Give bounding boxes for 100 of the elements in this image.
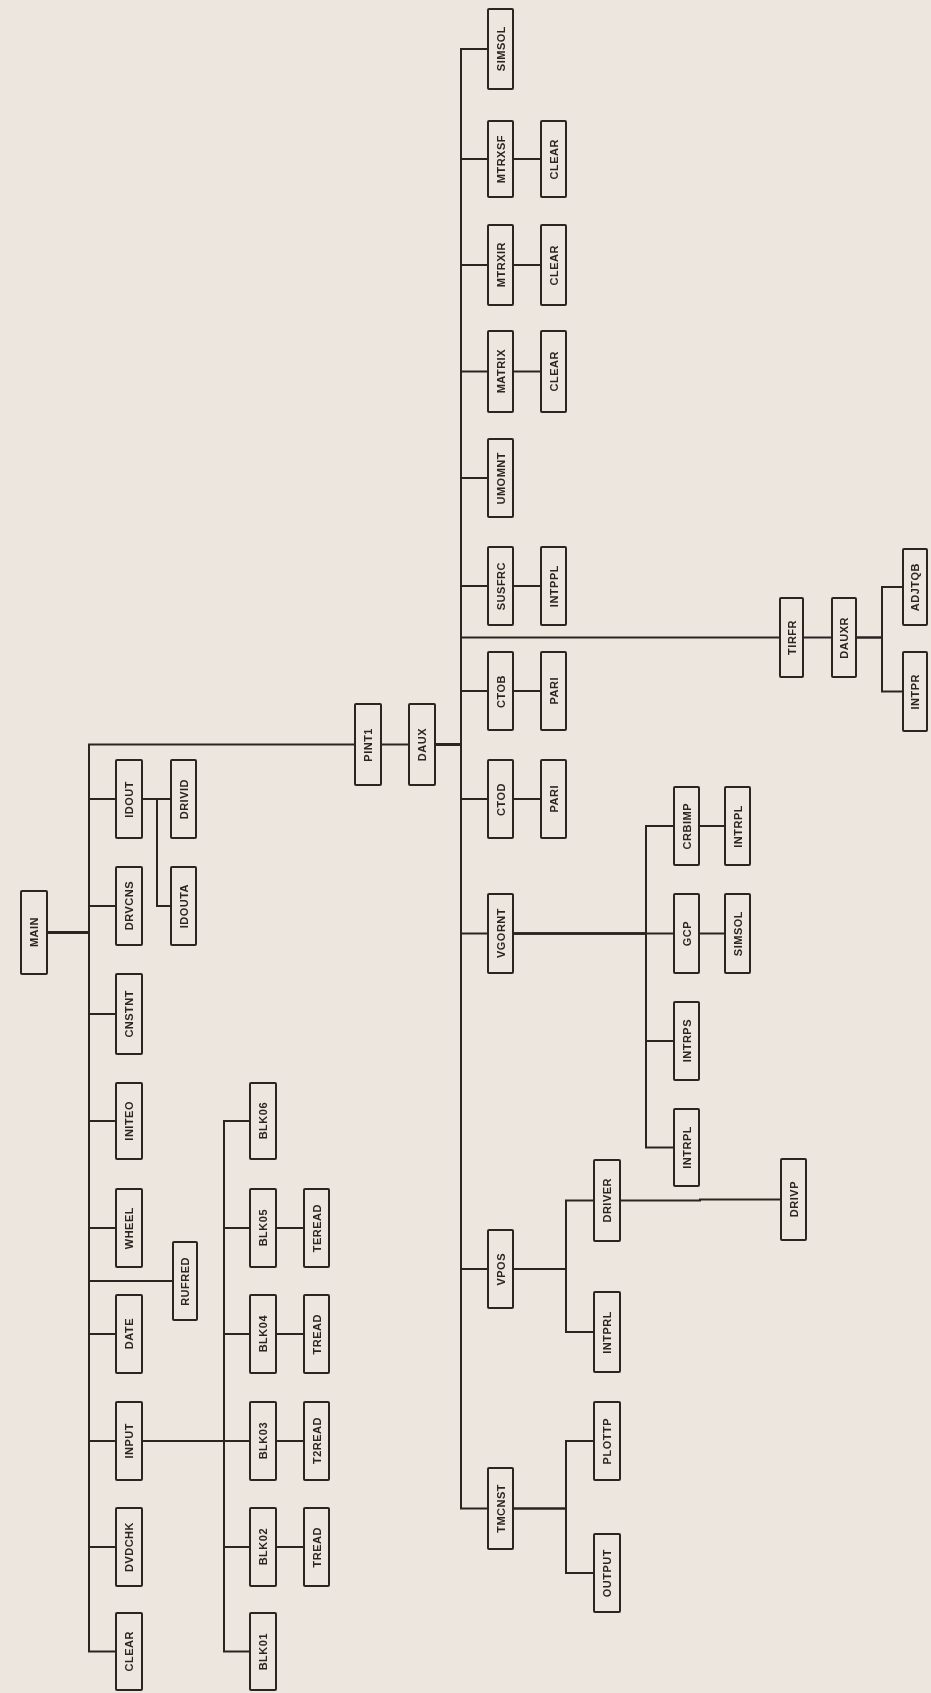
module-name: SIMSOL [731,910,744,957]
module-box [249,1401,277,1481]
module-box [673,1108,700,1187]
module-name: BLK01 [257,1632,269,1671]
module-box [724,893,751,974]
module-name: TIRFR [785,620,798,655]
connector-line [620,1198,781,1202]
connector-line [513,825,674,935]
module-name: CLEAR [123,1631,135,1672]
module-box [593,1291,621,1373]
module-name: BLK04 [257,1315,269,1353]
module-box [170,759,197,839]
connector-line [856,586,903,639]
module-box [20,890,48,975]
module-name: UMOMNT [494,451,507,505]
module-name: INTRPL [680,1126,693,1169]
connector-line [699,825,725,827]
module-box [249,1294,277,1374]
module-name: DRIVID [177,778,190,820]
connector-line [276,1546,304,1548]
module-name: MATRIX [494,349,507,394]
module-box [115,759,143,839]
module-name: PLOTTP [601,1417,613,1465]
module-name: INPUT [123,1423,135,1459]
module-name: TREAD [310,1526,323,1568]
connector-line [699,932,725,935]
module-name: BLK03 [257,1422,269,1460]
module-box [115,1082,143,1160]
module-name: TEREAD [310,1203,323,1253]
module-name: DAUXR [838,616,850,659]
module-box [249,1188,277,1268]
module-name: INITEO [123,1101,135,1141]
connector-line [276,1333,304,1335]
module-box [249,1507,277,1587]
connector-line [513,690,541,692]
module-box [673,1001,700,1081]
module-name: CLEAR [547,244,560,286]
module-box [780,1158,807,1241]
module-box [487,1467,514,1550]
connector-line [803,636,832,639]
module-name: DVDCHK [123,1521,135,1573]
module-name: CTOB [494,674,507,708]
module-box [115,973,143,1055]
connector-line [276,1440,304,1442]
module-box [115,1401,143,1481]
module-box [115,1188,143,1268]
module-box [249,1612,277,1691]
connector-line [513,1440,594,1510]
module-name: INTPPL [547,564,560,608]
module-name: WHEEL [123,1206,135,1250]
module-name: PARI [547,785,560,813]
connector-line [142,798,171,800]
module-name: RUFRED [179,1256,191,1306]
connector-line [513,264,541,266]
module-box [673,786,700,866]
module-box [303,1507,330,1587]
module-box [902,651,928,732]
module-box [487,120,514,198]
module-name: T2READ [310,1417,323,1465]
module-name: SUSFRC [494,561,507,611]
module-box [724,786,751,866]
module-box [831,597,857,678]
module-name: INTPR [909,673,921,710]
module-name: INTPRL [601,1310,613,1354]
module-box [172,1241,198,1321]
module-box [487,759,514,839]
module-box [303,1401,330,1481]
connector-line [381,743,409,746]
connector-line [513,158,541,160]
module-box [902,548,928,626]
module-box [115,1612,143,1691]
module-box [487,893,514,974]
module-name: IDOUT [123,780,135,818]
module-name: BLK06 [257,1102,269,1140]
module-name: ADJTQB [909,562,921,612]
module-name: DRVCNS [123,881,135,931]
module-box [540,120,567,198]
module-box [115,1294,143,1374]
module-name: TREAD [310,1313,323,1355]
module-name: PINT1 [362,727,374,762]
module-name: CLEAR [547,351,560,392]
module-box [408,703,436,786]
module-name: CRBIMP [680,802,693,850]
module-box [593,1533,621,1613]
module-name: DAUX [416,727,428,762]
module-box [540,651,567,731]
module-box [354,703,382,786]
connector-line [513,1199,594,1270]
connector-line [513,798,541,800]
module-box [779,597,804,678]
module-name: OUTPUT [601,1548,613,1598]
module-box [673,893,700,974]
module-name: CTOD [494,782,507,816]
module-box [593,1159,621,1242]
module-name: MTRXIR [494,242,507,288]
module-name: DRIVP [787,1181,800,1218]
module-box [115,866,143,946]
module-name: VPOS [494,1252,507,1286]
module-box [540,759,567,839]
module-box [487,330,514,413]
